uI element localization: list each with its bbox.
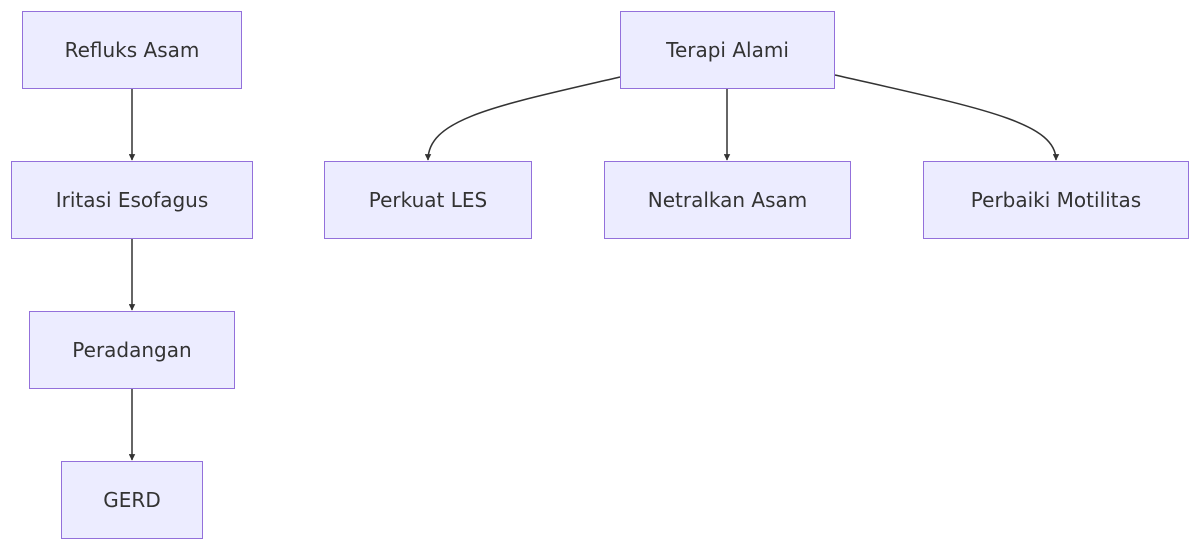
node-label: Terapi Alami <box>666 38 789 62</box>
node-label: Perkuat LES <box>368 188 488 212</box>
node-netralkan-asam: Netralkan Asam <box>604 161 851 239</box>
node-gerd: GERD <box>61 461 203 539</box>
node-terapi-alami: Terapi Alami <box>620 11 835 89</box>
node-peradangan: Peradangan <box>29 311 235 389</box>
node-perbaiki-motilitas: Perbaiki Motilitas <box>923 161 1189 239</box>
node-perkuat-les: Perkuat LES <box>324 161 532 239</box>
node-iritasi-esofagus: Iritasi Esofagus <box>11 161 253 239</box>
node-label: Netralkan Asam <box>647 188 808 212</box>
node-label: Iritasi Esofagus <box>55 188 209 212</box>
node-label: Perbaiki Motilitas <box>970 188 1142 212</box>
node-label: Peradangan <box>72 338 192 362</box>
node-label: Refluks Asam <box>64 38 200 62</box>
edge-terapi-to-motilitas <box>834 74 1060 161</box>
node-label: GERD <box>103 488 161 512</box>
edge-terapi-to-les <box>424 76 621 161</box>
node-refluks-asam: Refluks Asam <box>22 11 242 89</box>
